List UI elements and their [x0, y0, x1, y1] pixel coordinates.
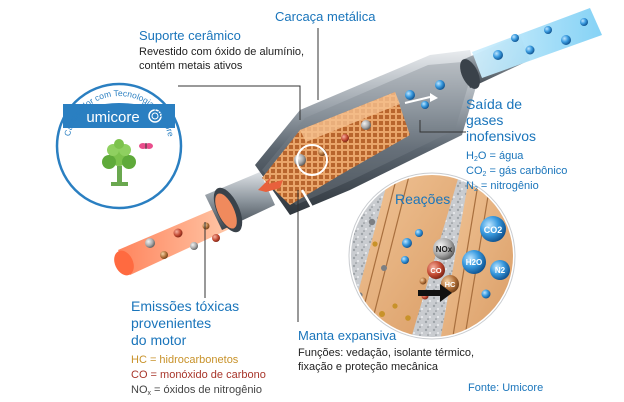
reactions-zoom-circle: CO2 NOx H2O N2 CO HC	[347, 171, 517, 341]
formula-n2: N2	[466, 180, 478, 193]
ceramic-support-title: Suporte cerâmico	[139, 28, 241, 43]
desc-co2: = gás carbônico	[486, 165, 568, 177]
leader-lines	[178, 28, 466, 322]
magnifier-ring	[296, 144, 328, 176]
co2-molecule: CO2	[480, 216, 506, 242]
inlet-pipe	[205, 172, 275, 233]
input-row-nox: NOx = óxidos de nitrogênio	[131, 384, 262, 397]
formula-co2: CO2	[466, 165, 487, 178]
svg-text:CO: CO	[430, 266, 441, 275]
inlet-gas-stream	[114, 203, 238, 276]
output-row-n2: N2 = nitrogênio	[466, 179, 539, 195]
metal-housing-title: Carcaça metálica	[275, 9, 376, 24]
n2-molecule: N2	[490, 260, 510, 280]
svg-text:H2O: H2O	[466, 258, 482, 267]
desc-n2: = nitrogênio	[477, 180, 539, 192]
input-row-hc: HC = hidrocarbonetos	[131, 354, 239, 366]
emissions-title-3: do motor	[131, 332, 187, 348]
output-row-h2o: H2O = água	[466, 149, 523, 165]
ceramic-support-desc-2: contém metais ativos	[139, 60, 243, 72]
tree-logo	[102, 139, 136, 186]
umicore-badge: umicore Catalisador com Tecnologia Umico…	[55, 82, 183, 210]
co-molecule: CO	[427, 261, 445, 279]
butterfly-icon	[139, 143, 153, 149]
emissions-title-1: Emissões tóxicas	[131, 298, 240, 314]
reaction-arrow	[418, 284, 452, 302]
emissions-title-2: provenientes	[131, 315, 212, 331]
outlet-title-2: gases	[466, 112, 504, 128]
clean-molecules	[404, 80, 445, 109]
svg-text:CO2: CO2	[484, 225, 503, 235]
outlet-title-1: Saída de	[466, 96, 523, 112]
badge-graphic: umicore Catalisador com Tecnologia Umico…	[55, 82, 183, 210]
outlet-gas-stream	[472, 8, 602, 78]
output-row-co2: CO2 = gás carbônico	[466, 164, 567, 180]
reactions-title: Reações	[395, 191, 451, 207]
badge-brand: umicore	[86, 109, 139, 126]
ceramic-substrate	[262, 92, 410, 205]
expansion-mat-title: Manta expansiva	[298, 328, 397, 343]
input-row-co: CO = monóxido de carbono	[131, 369, 266, 381]
expansion-mat-desc-2: fixação e proteção mecânica	[298, 361, 439, 373]
svg-text:NOx: NOx	[436, 245, 453, 254]
desc-h2o: = água	[486, 150, 524, 162]
outlet-title-3: inofensivos	[466, 128, 537, 144]
ceramic-support-desc-1: Revestido com óxido de alumínio,	[139, 46, 305, 58]
source-credit: Fonte: Umicore	[468, 382, 544, 394]
svg-text:HC: HC	[445, 280, 456, 289]
flow-arrows	[258, 176, 330, 234]
nox-molecule: NOx	[433, 238, 455, 260]
svg-text:N2: N2	[495, 266, 506, 275]
h2o-molecule: H2O	[462, 250, 486, 274]
formula-h2o: H2O	[466, 150, 487, 163]
expansion-mat-desc-1: Funções: vedação, isolante térmico,	[298, 347, 475, 359]
